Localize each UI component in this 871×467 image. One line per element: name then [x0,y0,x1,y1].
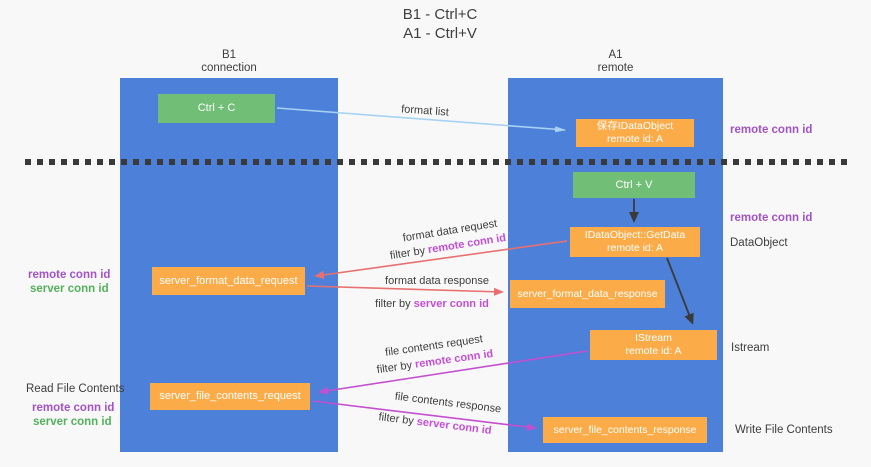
lane-header-a1: A1 remote [508,49,723,75]
label-read-file-contents: Read File Contents [26,383,125,395]
server-conn-id-key: server conn id [413,298,489,310]
lane-a1-name: A1 [608,49,623,61]
session-divider-dashed-line [25,159,847,165]
diagram-title: B1 - Ctrl+C A1 - Ctrl+V [340,5,540,43]
label-write-file-contents: Write File Contents [735,424,833,436]
label-istream: Istream [731,342,770,354]
node-server-format-data-request: server_format_data_request [152,267,305,295]
node-save-dataobject-line1: 保存IDataObject [596,120,674,132]
label-format-response-filter: filter by server conn id [375,298,489,310]
node-server-file-contents-response: server_file_contents_response [543,417,707,443]
node-server-file-contents-response-label: server_file_contents_response [553,423,697,436]
node-save-dataobject: 保存IDataObject remote id: A [576,119,694,147]
node-ctrl-v-label: Ctrl + V [615,178,653,191]
node-server-file-contents-request: server_file_contents_request [150,383,310,410]
label-remote-conn-id-right-top: remote conn id [730,124,813,136]
node-server-format-data-request-label: server_format_data_request [159,274,298,287]
node-ctrl-v: Ctrl + V [573,172,695,198]
label-dataobject: DataObject [730,237,788,249]
lane-header-b1: B1 connection [120,49,338,75]
node-idataobject-getdata: IDataObject::GetData remote id: A [570,227,700,257]
lane-a1-role: remote [597,62,634,74]
label-remote-conn-id-right-mid: remote conn id [730,212,813,224]
arrow-format-data-response [306,285,504,296]
arrow-format-data-request [314,240,568,279]
filter-by-text: filter by [375,298,414,310]
title-line-2: A1 - Ctrl+V [403,25,477,42]
label-format-data-response: format data response [385,275,489,287]
node-server-file-contents-request-label: server_file_contents_request [159,390,301,402]
node-getdata-line2: remote id: A [606,242,664,254]
label-remote-conn-id-left-bottom: remote conn id [32,402,115,414]
label-server-conn-id-left-top: server conn id [30,283,109,295]
node-save-dataobject-line2: remote id: A [606,133,664,145]
arrow-getdata-to-istream [666,257,694,325]
label-server-conn-id-left-bottom: server conn id [33,416,112,428]
node-getdata-line1: IDataObject::GetData [584,229,686,241]
arrow-file-contents-request [318,350,588,395]
arrow-file-contents-response [312,400,537,432]
node-ctrl-c: Ctrl + C [158,94,275,123]
node-ctrl-c-label: Ctrl + C [197,102,236,114]
arrow-format-list [276,107,566,133]
node-server-format-data-response: server_format_data_response [510,280,665,308]
label-remote-conn-id-left-top: remote conn id [28,269,111,281]
node-istream-line2: remote id: A [625,345,682,357]
node-server-format-data-response-label: server_format_data_response [517,287,658,300]
node-istream: IStream remote id: A [590,330,717,360]
lane-b1-role: connection [201,62,257,74]
node-istream-line1: IStream [635,332,672,344]
lane-b1-name: B1 [221,49,237,61]
title-line-1: B1 - Ctrl+C [402,6,478,23]
